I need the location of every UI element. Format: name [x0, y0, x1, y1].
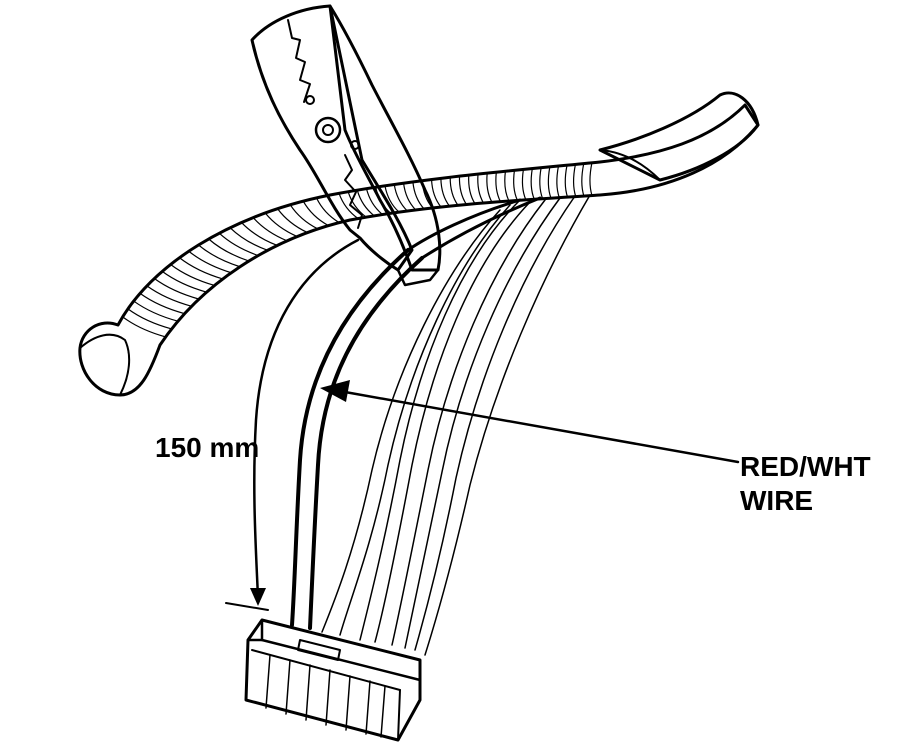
sleeve-rib — [495, 171, 502, 203]
sleeve-rib — [252, 217, 288, 242]
sleeve-rib — [449, 176, 459, 206]
sleeve-rib — [468, 174, 476, 205]
sleeve-rib — [572, 163, 577, 198]
sleeve-rib — [153, 277, 200, 300]
sleeve-rib — [264, 212, 298, 238]
sleeve-rib — [402, 182, 417, 211]
sleeve-rib — [161, 270, 208, 293]
pliers-tool — [250, 4, 442, 287]
sleeve-rib — [302, 200, 330, 227]
sleeve-rib — [289, 204, 319, 230]
sleeve-rib — [133, 300, 179, 322]
sleeve-rib — [539, 167, 544, 200]
sleeve-rib — [556, 165, 560, 199]
sleeve-rib — [127, 308, 173, 330]
sleeve-rib — [521, 168, 527, 201]
sleeve-rib — [146, 285, 193, 307]
sleeve-rib — [197, 244, 241, 268]
sleeve-rib — [240, 221, 278, 247]
wire-label-line1: RED/WHT — [740, 451, 871, 482]
sleeve-rib — [477, 173, 485, 204]
connector — [244, 618, 422, 742]
sleeve-rib — [365, 188, 384, 216]
sleeve-rib — [229, 227, 269, 251]
sleeve-rib — [589, 162, 593, 197]
sleeve-rib — [338, 192, 359, 220]
sleeve-rib — [486, 172, 493, 203]
sleeve-rib — [393, 183, 408, 212]
wire-leader-arrow — [320, 380, 740, 464]
sleeve-rib — [315, 197, 340, 224]
red-wht-wire — [290, 196, 542, 630]
sleeve-rib — [384, 185, 400, 213]
wire-bundle — [321, 194, 591, 656]
sleeve-rib — [208, 238, 250, 262]
sleeve-rib — [356, 189, 375, 217]
sleeve-rib — [122, 316, 167, 338]
sleeve-rib — [530, 167, 535, 200]
sleeve-rib — [277, 208, 309, 234]
sleeve-rib — [547, 166, 552, 199]
sleeve-rib — [188, 250, 232, 274]
measurement-label: 150 mm — [155, 432, 259, 463]
measurement-indicator — [225, 238, 360, 611]
sleeve-ribs — [122, 162, 593, 338]
sleeve-rib — [218, 232, 259, 257]
sleeve-rib — [178, 257, 224, 280]
sleeve-rib — [139, 292, 186, 315]
sleeve-rib — [170, 263, 216, 287]
harness-sleeve — [78, 91, 760, 397]
sleeve-rib — [564, 164, 569, 198]
sleeve-rib — [430, 178, 442, 208]
sleeve-rib — [458, 175, 468, 206]
sleeve-rib — [440, 177, 451, 207]
sleeve-rib — [513, 169, 519, 201]
sleeve-rib — [347, 191, 367, 218]
sleeve-rib — [504, 170, 510, 202]
wire-label-line2: WIRE — [740, 485, 813, 516]
sleeve-rib — [412, 181, 425, 210]
sleeve-rib — [581, 163, 585, 197]
